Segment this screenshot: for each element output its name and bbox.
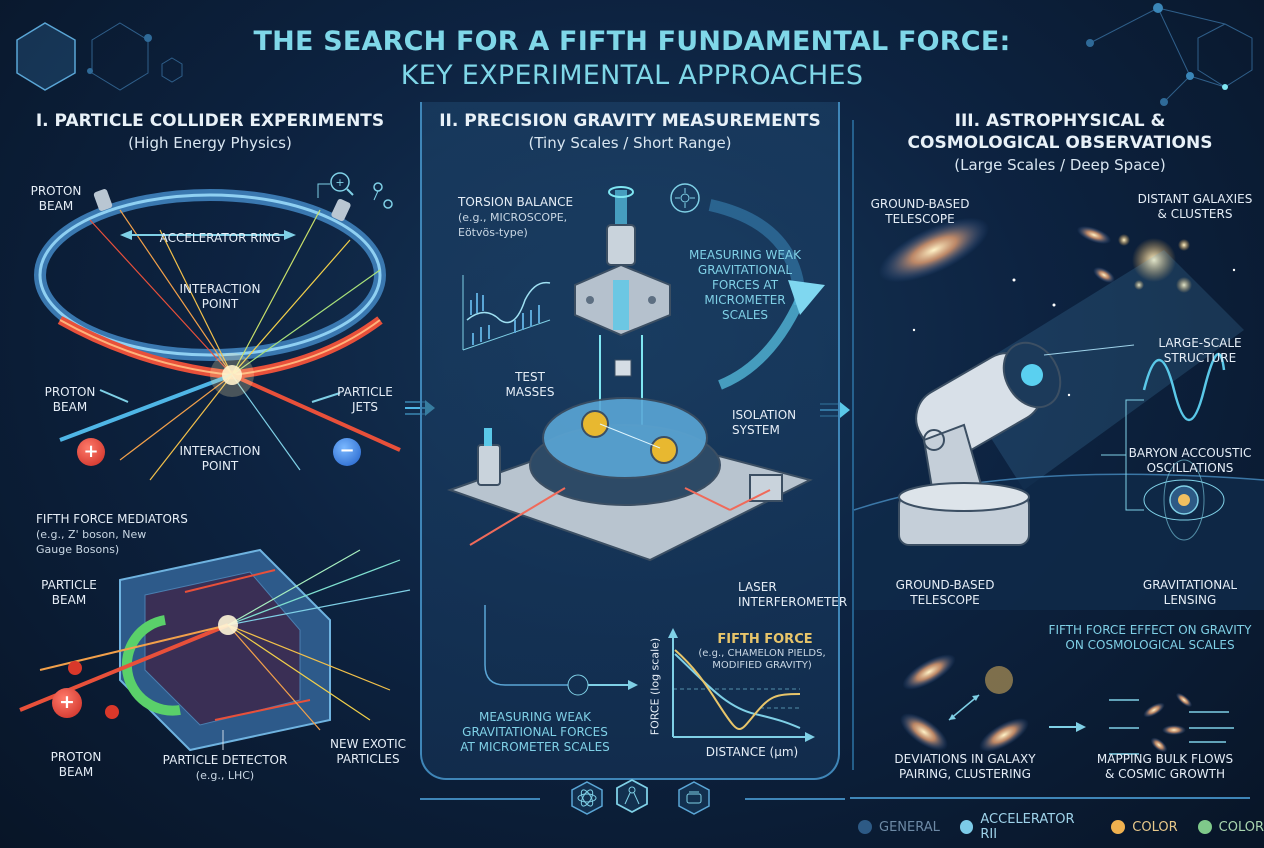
sensor-gear-icon	[670, 183, 700, 213]
plot-title: FIFTH FORCE	[717, 632, 813, 647]
section-2-heading: II. PRECISION GRAVITY MEASUREMENTS	[439, 111, 821, 131]
section-1-subheading: (High Energy Physics)	[128, 134, 292, 152]
label-distant-galaxies: DISTANT GALAXIES& CLUSTERS	[1137, 192, 1253, 221]
main-subtitle: KEY EXPERIMENTAL APPROACHES	[400, 60, 864, 91]
node-link-icon	[373, 182, 393, 209]
compass-icon	[616, 778, 648, 814]
label-torsion-balance: TORSION BALANCE (e.g., MICROSCOPE, Eötvö…	[458, 195, 574, 239]
section-divider	[852, 120, 854, 770]
section-3-heading-line1: III. ASTROPHYSICAL &	[954, 111, 1166, 131]
label-measuring-weak-bottom: MEASURING WEAK GRAVITATIONAL FORCES AT M…	[460, 710, 610, 754]
atom-icon	[571, 781, 603, 815]
legend-item-color-orange: COLOR	[1111, 820, 1178, 835]
section-2-subheading: (Tiny Scales / Short Range)	[528, 134, 732, 152]
section-1-heading: I. PARTICLE COLLIDER EXPERIMENTS	[35, 111, 385, 131]
legend-dot-accelerator	[959, 820, 974, 834]
legend-dot-green	[1197, 820, 1212, 834]
curved-progress-arrow	[708, 199, 825, 390]
label-measuring-weak-top: MEASURING WEAK GRAVITATIONAL FORCES AT M…	[688, 248, 802, 322]
space-scene-illustration	[853, 217, 1264, 610]
hexagon-network-decoration-left	[16, 22, 183, 91]
proton-plus-icon-bottom: +	[52, 688, 82, 718]
plot-y-axis-label: FORCE (log scale)	[648, 637, 662, 736]
plot-subtitle: (e.g., CHAMELON PIELDS,MODIFIED GRAVITY)	[698, 648, 826, 671]
legend-item-accelerator: ACCELERATOR RII	[959, 812, 1091, 842]
magnifier-plus-icon: +	[317, 172, 354, 198]
label-fifth-force-mediators: FIFTH FORCE MEDIATORS (e.g., Z' boson, N…	[36, 512, 188, 556]
label-bulk-flows: MAPPING BULK FLOWS& COSMIC GROWTH	[1096, 752, 1234, 781]
legend-dot-orange	[1111, 820, 1126, 834]
label-particle-detector: PARTICLE DETECTOR (e.g., LHC)	[162, 753, 288, 782]
signal-chart-icon	[462, 275, 551, 351]
bottom-connector-left	[420, 798, 540, 800]
galaxy-clustering-illustration	[900, 654, 1234, 755]
constellation-network-decoration-right	[1086, 3, 1253, 106]
torsion-balance-illustration	[446, 186, 813, 562]
measurement-flow-connector	[484, 605, 638, 696]
tools-icon	[678, 781, 710, 815]
legend-item-color-green: COLOR	[1197, 820, 1264, 835]
section-3-bottom-rule	[850, 797, 1250, 799]
proton-plus-icon: +	[77, 438, 105, 466]
main-title: THE SEARCH FOR A FIFTH FUNDAMENTAL FORCE…	[253, 26, 1011, 57]
section-3-subheading: (Large Scales / Deep Space)	[954, 156, 1166, 174]
accelerator-ring-illustration	[34, 189, 401, 481]
force-distance-plot-axes	[668, 628, 815, 742]
particle-detector-illustration	[19, 548, 411, 752]
bottom-connector-right	[745, 798, 845, 800]
section-3-heading-line2: COSMOLOGICAL OBSERVATIONS	[907, 133, 1213, 153]
legend-dot-general	[858, 820, 872, 834]
legend-item-general: GENERAL	[858, 820, 940, 835]
label-accelerator-ring: ACCELERATOR RING	[159, 231, 281, 245]
svg-text:+: +	[335, 176, 344, 189]
plot-x-axis-label: DISTANCE (µm)	[705, 745, 799, 759]
electron-minus-icon: −	[333, 438, 361, 466]
legend: GENERAL ACCELERATOR RII COLOR COLOR	[858, 812, 1264, 842]
